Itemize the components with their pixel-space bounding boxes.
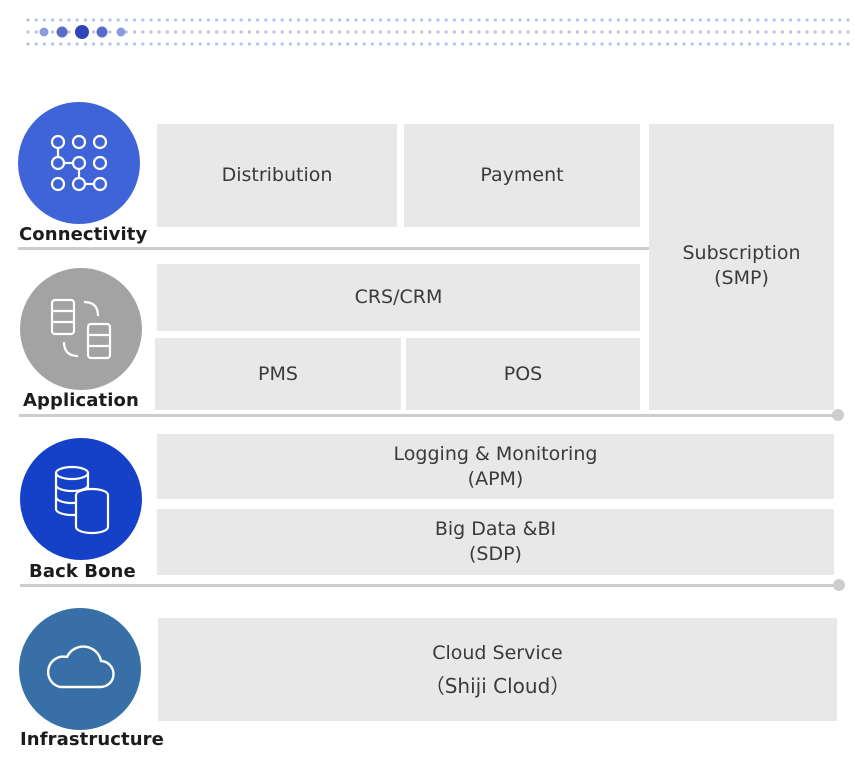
connectivity-circle bbox=[18, 102, 140, 224]
big-data-bi-text: Big Data &BI bbox=[434, 518, 557, 540]
crs-crm-text: CRS/CRM bbox=[354, 286, 443, 308]
pos-text: POS bbox=[503, 362, 543, 385]
infrastructure-label: Infrastructure bbox=[20, 729, 164, 750]
separator-backbone bbox=[20, 584, 838, 587]
separator-application bbox=[19, 414, 837, 417]
shiji-cloud-text: （Shiji Cloud） bbox=[424, 673, 571, 698]
pms-text: PMS bbox=[258, 362, 298, 385]
separator-backbone-end-dot bbox=[833, 579, 845, 591]
network-nodes-icon bbox=[50, 134, 108, 192]
cloud-service-text: Cloud Service bbox=[432, 641, 563, 664]
separator-application-end-dot bbox=[832, 409, 844, 421]
pos-box: POS bbox=[406, 338, 640, 410]
big-data-bi-box: Big Data &BI (SDP) bbox=[157, 509, 834, 575]
infrastructure-circle bbox=[19, 608, 141, 730]
connectivity-label: Connectivity bbox=[19, 224, 148, 245]
logging-monitoring-text: Logging & Monitoring bbox=[393, 442, 598, 465]
subscription-text: Subscription bbox=[682, 242, 801, 264]
separator-connectivity bbox=[18, 247, 649, 250]
subscription-box: Subscription (SMP) bbox=[649, 124, 834, 410]
payment-box: Payment bbox=[404, 124, 640, 227]
payment-text: Payment bbox=[480, 164, 564, 186]
logging-monitoring-subtext: (APM) bbox=[467, 467, 524, 490]
cloud-service-box: Cloud Service （Shiji Cloud） bbox=[158, 618, 837, 721]
application-circle bbox=[20, 268, 142, 390]
subscription-subtext: (SMP) bbox=[714, 267, 769, 289]
pms-box: PMS bbox=[155, 338, 401, 410]
distribution-text: Distribution bbox=[221, 164, 333, 186]
crs-crm-box: CRS/CRM bbox=[157, 264, 640, 331]
sync-devices-icon bbox=[50, 298, 112, 360]
big-data-bi-subtext: (SDP) bbox=[469, 543, 522, 565]
backbone-label: Back Bone bbox=[29, 561, 136, 582]
dot-pattern-decoration bbox=[26, 18, 850, 46]
application-label: Application bbox=[23, 390, 139, 411]
backbone-circle bbox=[20, 438, 142, 560]
cloud-icon bbox=[46, 645, 115, 689]
distribution-box: Distribution bbox=[157, 124, 397, 227]
database-stack-icon bbox=[54, 465, 110, 535]
logging-monitoring-box: Logging & Monitoring (APM) bbox=[157, 434, 834, 499]
